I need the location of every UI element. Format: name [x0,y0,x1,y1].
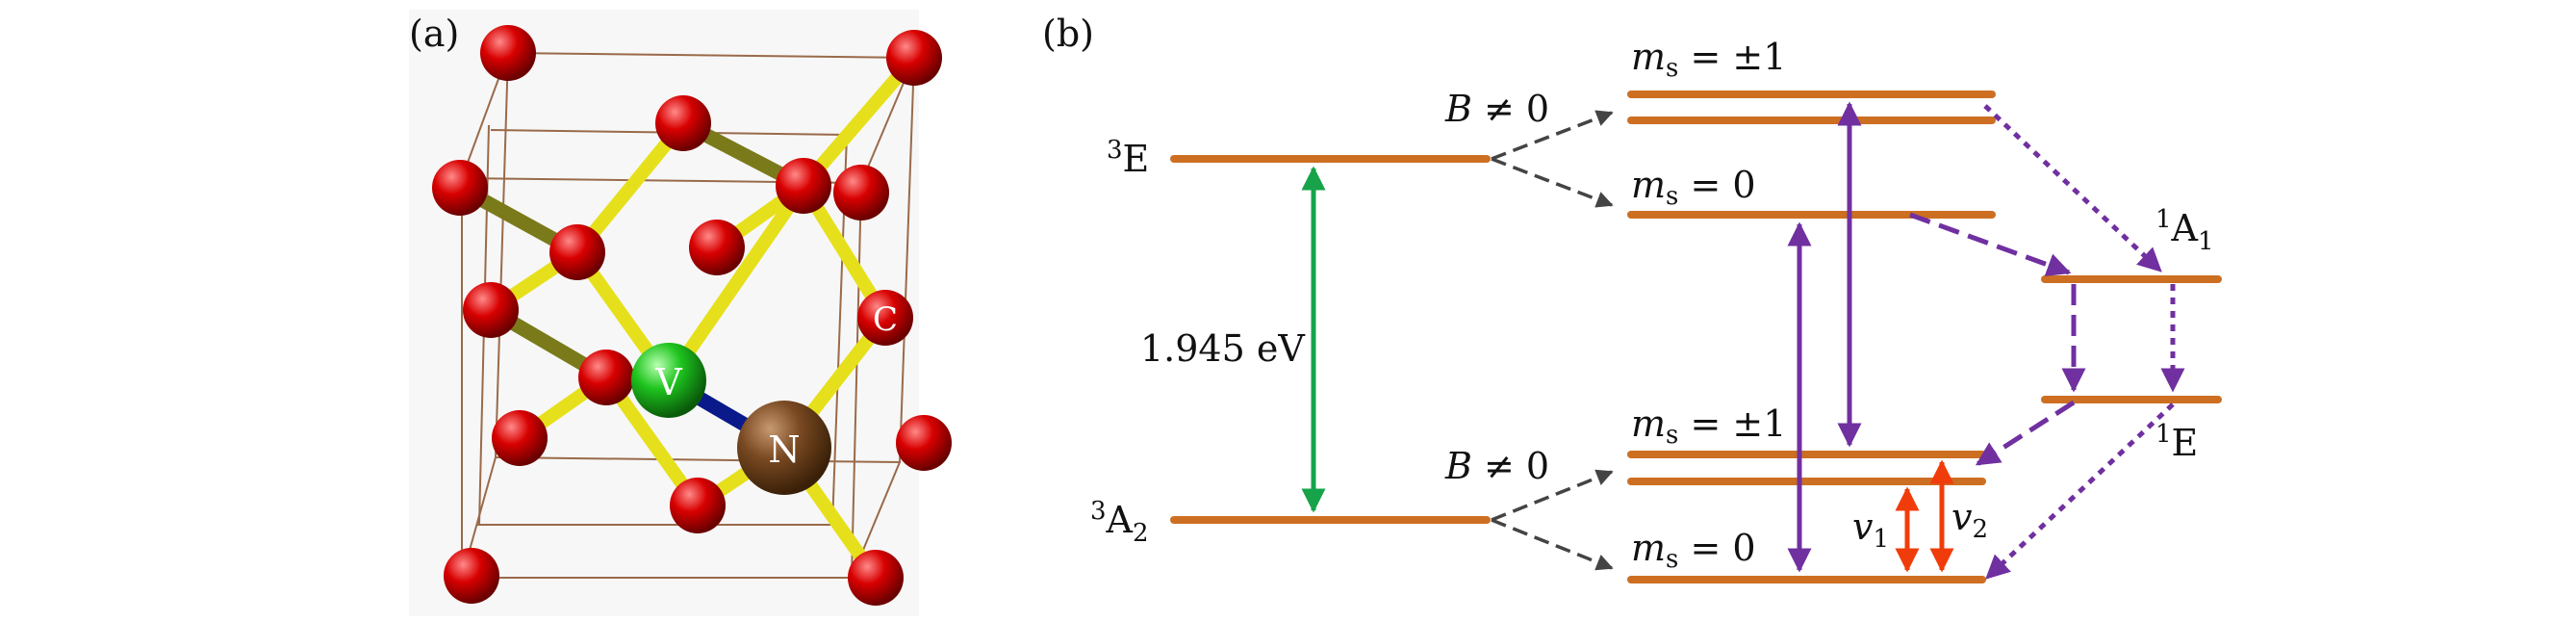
carbon-atom [578,350,634,405]
intersystem-crossing-arrows [1909,104,2185,580]
carbon-atom [833,165,889,220]
ms-label-excited-0: ms = 0 [1631,164,1756,211]
ms-label-excited-pm1: ms = ±1 [1631,36,1786,83]
carbon-atom [776,158,831,214]
carbon-atom [689,220,745,275]
carbon-atom [670,478,726,533]
panel-a: (a) [409,10,952,616]
state-label-3A2: 3A2 [1090,497,1149,548]
carbon-atom [463,282,519,338]
carbon-atom-labeled [857,290,913,346]
carbon-atom [655,95,711,151]
carbon-atom [432,160,488,216]
carbon-label: C [873,300,898,339]
ms-label-ground-0: ms = 0 [1631,527,1756,574]
energy-levels [1170,91,2222,583]
panel-a-label: (a) [409,13,459,55]
panel-b: (b) 3E 3A2 1A1 1E 1.945 eV [1042,13,2222,583]
state-label-3E: 3E [1107,136,1149,180]
carbon-atom [886,30,942,86]
nu1-label: v1 [1852,505,1889,554]
carbon-atom [549,224,605,280]
panel-b-label: (b) [1042,13,1094,55]
state-label-1E: 1E [2155,420,2198,464]
nu2-label: v2 [1951,496,1988,544]
carbon-atom [492,410,548,466]
vacancy-atom [631,343,706,418]
vacancy-label: V [654,361,682,403]
energy-gap-label: 1.945 eV [1140,327,1305,370]
nitrogen-atom [737,401,831,495]
carbon-atom [444,548,499,604]
field-label-upper: B ≠ 0 [1444,88,1549,130]
nitrogen-label: N [768,428,800,471]
carbon-atom [848,550,904,606]
ms-label-ground-pm1: ms = ±1 [1631,402,1786,450]
carbon-atom [896,415,952,471]
state-label-1A1: 1A1 [2155,205,2214,256]
field-label-lower: B ≠ 0 [1444,445,1549,487]
carbon-atoms [432,25,952,606]
carbon-atom [480,25,536,81]
zeeman-split-arrows [1491,110,1614,571]
